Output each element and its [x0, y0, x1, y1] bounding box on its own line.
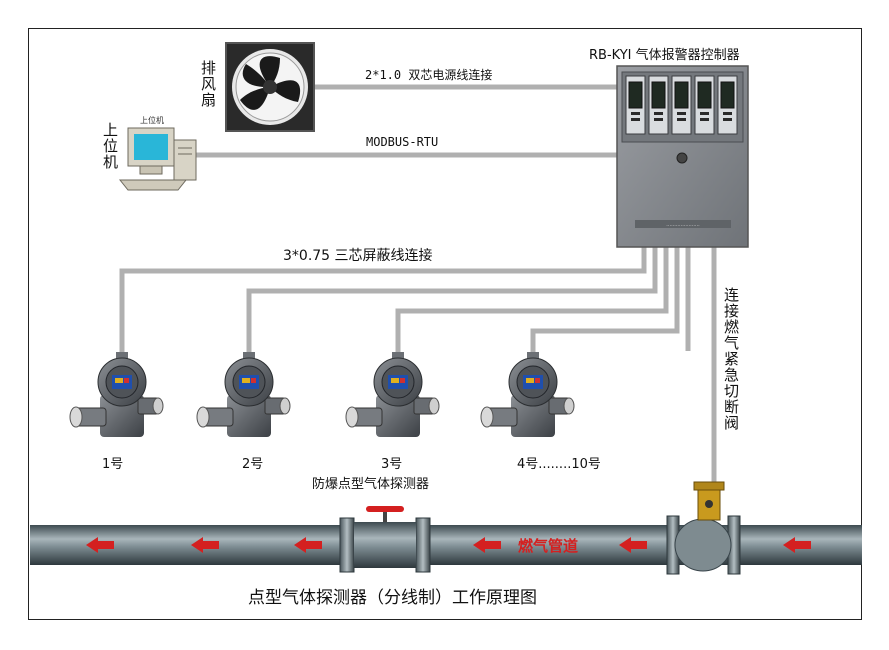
- flow-direction-arrow: [191, 537, 219, 553]
- host-label: 上位机: [101, 122, 119, 170]
- detector-2-label: 2号: [242, 457, 264, 472]
- pipeline-label: 燃气管道: [518, 537, 579, 555]
- flow-arrows: [86, 537, 811, 553]
- controller-channel-module: [671, 75, 692, 135]
- controller-cabinet: ·····················: [616, 65, 749, 248]
- shutoff-valve-icon: [666, 481, 741, 575]
- detector-1-label: 1号: [102, 457, 124, 472]
- diagram-caption: 点型气体探测器（分线制）工作原理图: [248, 588, 537, 608]
- controller-title: RB-KYI 气体报警器控制器: [589, 48, 740, 63]
- wire-shielded-bundle: [119, 247, 691, 358]
- detector-3-icon: [345, 352, 440, 437]
- valve-connection-label: 连接燃气紧急切断阀: [722, 287, 740, 431]
- detector-4-10-label: 4号........10号: [517, 457, 601, 472]
- flow-direction-arrow: [294, 537, 322, 553]
- flow-direction-arrow: [619, 537, 647, 553]
- detector-group-label: 防爆点型气体探测器: [312, 477, 430, 492]
- host-computer-icon: [118, 127, 197, 191]
- shielded-connection-label: 3*0.75 三芯屏蔽线连接: [283, 248, 433, 264]
- controller-channel-module: [625, 75, 646, 135]
- flow-direction-arrow: [473, 537, 501, 553]
- fan-label: 排风扇: [199, 60, 217, 108]
- detector-3-label: 3号: [381, 457, 403, 472]
- detector-2-icon: [196, 352, 291, 437]
- svg-text:·····················: ·····················: [666, 223, 700, 229]
- detector-1-icon: [69, 352, 164, 437]
- flow-direction-arrow: [783, 537, 811, 553]
- flow-direction-arrow: [86, 537, 114, 553]
- controller-channel-module: [694, 75, 715, 135]
- host-screen-caption: 上位机: [140, 116, 164, 125]
- exhaust-fan-icon: [225, 42, 315, 132]
- power-connection-label: 2*1.0 双芯电源线连接: [365, 68, 493, 82]
- detector-4-icon: [480, 352, 575, 437]
- controller-channel-module: [648, 75, 669, 135]
- modbus-connection-label: MODBUS-RTU: [366, 135, 439, 149]
- controller-channel-module: [717, 75, 738, 135]
